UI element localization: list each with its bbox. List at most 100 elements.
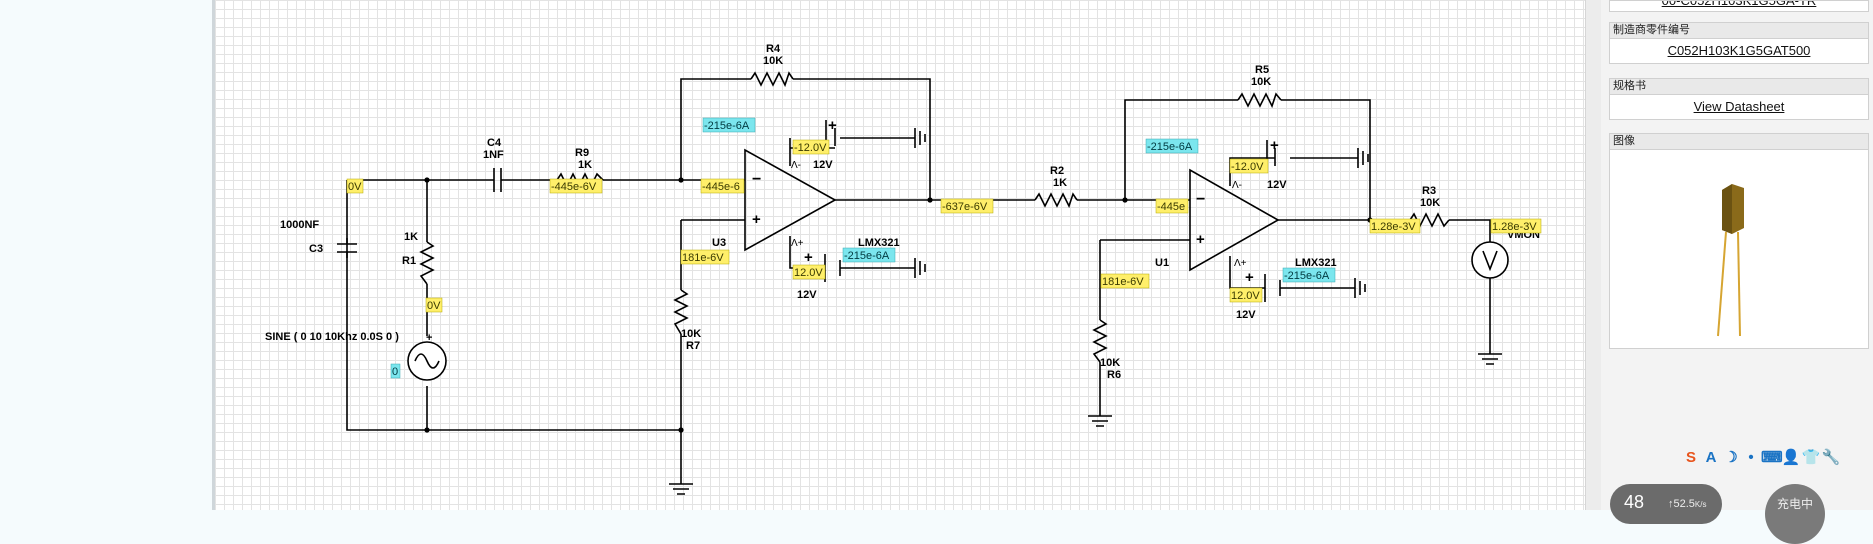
svg-text:Λ-: Λ- [1232, 180, 1242, 191]
svg-text:+: + [1245, 269, 1254, 286]
svg-text:-445e-6: -445e-6 [702, 181, 740, 193]
probe-tag: 1.28e-3V [1490, 218, 1542, 234]
probe-tag: -215e-6A [1145, 138, 1199, 154]
speed-big-number: 48 [1624, 492, 1645, 512]
r3-name: R3 [1422, 185, 1436, 197]
image-section: 图像 [1609, 133, 1869, 349]
probe-tag: 0V [425, 297, 443, 313]
u3-name: U3 [712, 237, 726, 249]
c3-value: 1000NF [280, 219, 319, 231]
keyboard-icon[interactable]: ⌨ [1761, 449, 1783, 466]
resistor-r4[interactable] [750, 71, 794, 88]
svg-text:-215e-6A: -215e-6A [844, 250, 890, 262]
resistor-r7[interactable] [673, 289, 689, 335]
svg-text:+: + [804, 249, 813, 266]
ime-letter-icon[interactable]: A [1705, 449, 1717, 466]
r1-value: 1K [404, 231, 418, 243]
resistor-r3[interactable] [1409, 212, 1450, 228]
resistor-r6[interactable] [1092, 319, 1108, 363]
probe-tag: 12.0V [792, 264, 826, 280]
speed-readout: ↑52.5K/s [1668, 498, 1707, 510]
probe-tag: -637e-6V [940, 198, 994, 214]
svg-text:-215e-6A: -215e-6A [704, 120, 750, 132]
probe-tag: 1.28e-3V [1369, 218, 1421, 234]
probe-tag: 0V [346, 178, 364, 194]
r4-value: 10K [763, 55, 783, 67]
resistor-r1[interactable] [419, 241, 435, 285]
battery-u1-top[interactable]: + [1266, 137, 1279, 170]
probe-tag: -12.0V [1229, 158, 1269, 174]
resistor-r5[interactable] [1237, 92, 1282, 109]
r6-name: R6 [1107, 369, 1121, 381]
probe-tag: -445e-6V [549, 178, 603, 194]
sogou-logo-icon[interactable]: S [1685, 449, 1696, 466]
svg-text:-215e-6A: -215e-6A [1147, 141, 1193, 153]
battery-u1-bot[interactable]: + [1245, 269, 1281, 302]
probe-tag: -445e-6 [700, 178, 745, 194]
r9-value: 1K [578, 159, 592, 171]
svg-text:181e-6V: 181e-6V [1102, 276, 1144, 288]
r4-name: R4 [766, 43, 781, 55]
u1-bot-supply: 12V [1236, 309, 1256, 321]
svg-text:+: + [426, 332, 432, 344]
svg-text:1.28e-3V: 1.28e-3V [1371, 221, 1416, 233]
r7-value: 10K [681, 328, 701, 340]
svg-text:-12.0V: -12.0V [794, 142, 827, 154]
datasheet-link[interactable]: View Datasheet [1693, 99, 1785, 114]
c3-name: C3 [309, 243, 323, 255]
svg-text:+: + [1196, 231, 1205, 248]
svg-text:0V: 0V [348, 181, 362, 193]
wire [1099, 239, 1190, 320]
user-icon[interactable]: 👤 [1781, 449, 1801, 466]
sine-source[interactable]: + [407, 332, 447, 381]
voltmeter-vmon[interactable] [1471, 241, 1509, 279]
skin-icon[interactable]: 👕 [1801, 449, 1821, 466]
properties-panel: 00-C052H103K1G5GA-TR 制造商零件编号 C052H103K1G… [1601, 0, 1873, 510]
datasheet-label: 规格书 [1609, 78, 1869, 94]
svg-text:181e-6V: 181e-6V [682, 252, 724, 264]
probe-tag: 181e-6V [1100, 273, 1150, 289]
probe-tag: 181e-6V [680, 249, 730, 265]
dot-icon[interactable]: • [1748, 449, 1754, 466]
u3-top-supply: 12V [813, 159, 833, 171]
svg-text:+: + [752, 211, 761, 228]
probe-tag: -215e-6A [1282, 267, 1336, 283]
moon-icon[interactable]: ☽ [1724, 449, 1738, 466]
svg-text:−: − [1196, 191, 1205, 208]
wrench-icon[interactable]: 🔧 [1821, 449, 1841, 466]
u1-part: LMX321 [1295, 257, 1337, 269]
u1-top-supply: 12V [1267, 179, 1287, 191]
ground-left [669, 478, 693, 495]
wire [1449, 219, 1491, 242]
mpn-label: 制造商零件编号 [1609, 22, 1869, 38]
resistor-r2[interactable] [1034, 192, 1078, 209]
vertical-scrollbar[interactable] [1585, 0, 1602, 510]
capacitor-c3[interactable] [337, 238, 357, 258]
mpn-section: 制造商零件编号 C052H103K1G5GAT500 [1609, 22, 1869, 64]
probe-tag: 0 [390, 363, 401, 379]
left-panel [0, 0, 212, 510]
capacitor-c4[interactable] [490, 168, 502, 192]
ground-u3-top [914, 128, 926, 148]
opamp-u3[interactable]: − + Λ- Λ+ [744, 148, 837, 252]
c4-value: 1NF [483, 149, 504, 161]
svg-text:-215e-6A: -215e-6A [1284, 270, 1330, 282]
probe-tag: -445e [1155, 198, 1189, 214]
opamp-u1[interactable]: − + Λ- Λ+ [1189, 168, 1280, 272]
r1-name: R1 [402, 255, 416, 267]
svg-text:12.0V: 12.0V [1231, 290, 1260, 302]
wire [1281, 99, 1371, 220]
u3-bot-supply: 12V [797, 289, 817, 301]
svg-text:1.28e-3V: 1.28e-3V [1492, 221, 1537, 233]
mpn-value[interactable]: C052H103K1G5GAT500 [1667, 43, 1811, 58]
svg-text:-637e-6V: -637e-6V [942, 201, 988, 213]
ground-u3-bot [914, 258, 926, 278]
svg-text:0V: 0V [427, 300, 441, 312]
r2-name: R2 [1050, 165, 1064, 177]
top-part-link[interactable]: 00-C052H103K1G5GA-TR [1661, 0, 1817, 8]
schematic-canvas[interactable]: 1000NF C3 1K R1 + SINE ( 0 10 10Khz 0.0S… [212, 0, 1588, 510]
wire [1124, 99, 1238, 200]
svg-text:Λ+: Λ+ [1234, 258, 1247, 269]
r5-name: R5 [1255, 64, 1269, 76]
